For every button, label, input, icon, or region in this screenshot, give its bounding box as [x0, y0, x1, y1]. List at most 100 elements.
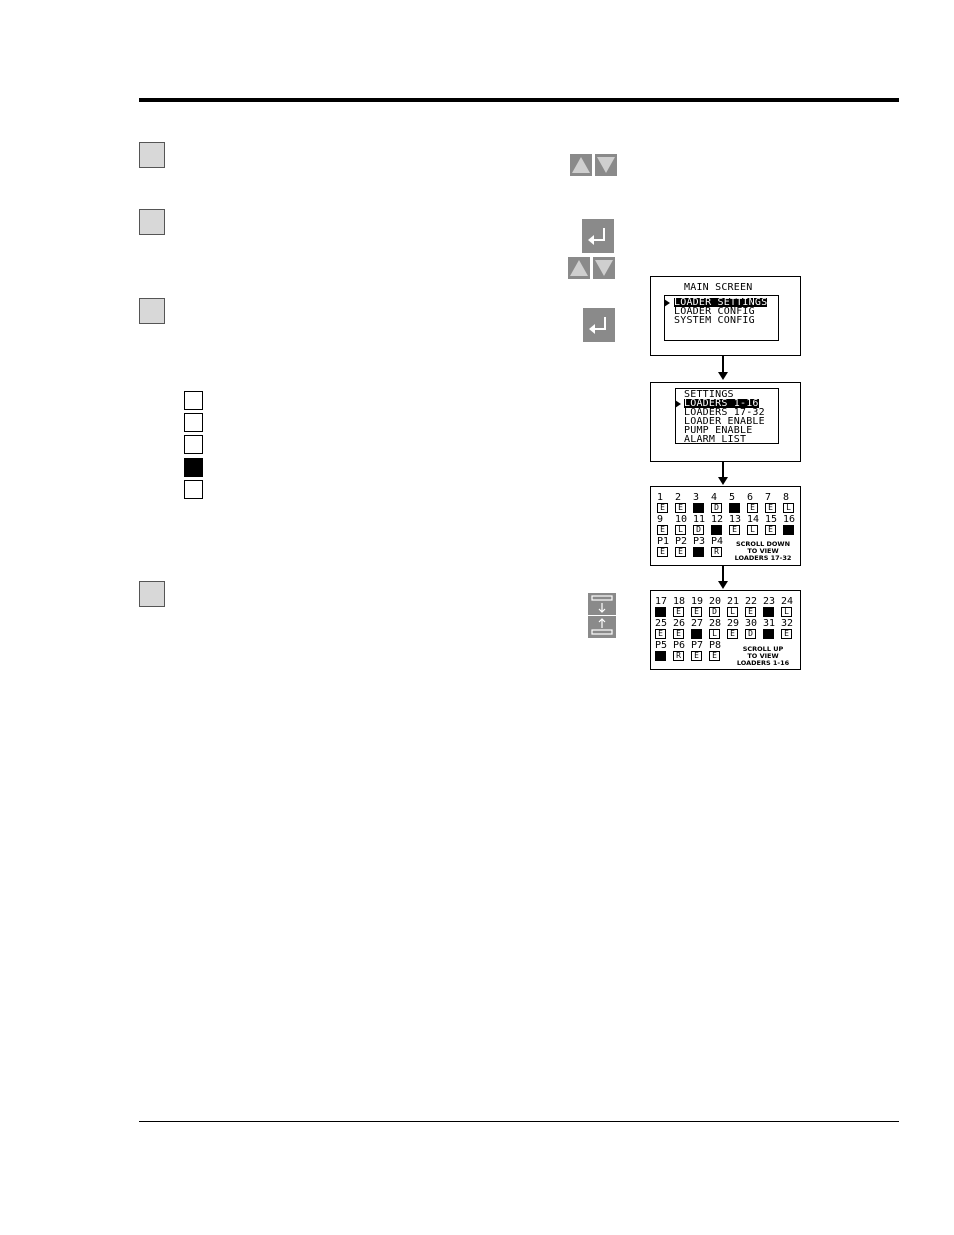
main-screen-title: MAIN SCREEN	[684, 282, 753, 293]
flow-arrow-2	[722, 462, 724, 478]
step-4-box	[139, 581, 165, 607]
loader-number: 2	[675, 492, 682, 503]
down-arrow-key-2[interactable]	[593, 257, 615, 279]
flow-arrow-3	[722, 566, 724, 582]
loader-number: 6	[747, 492, 754, 503]
loader-number: 19	[691, 596, 704, 607]
loader-number: 32	[781, 618, 794, 629]
loader-number: 18	[673, 596, 686, 607]
triangle-down-icon	[597, 157, 615, 173]
loader-status-box: E	[691, 651, 702, 661]
loader-number: 22	[745, 596, 758, 607]
flow-arrowhead-3	[718, 581, 728, 589]
bottom-rule	[139, 1121, 899, 1122]
loader-number: 14	[747, 514, 760, 525]
loader-status-box: R	[711, 547, 722, 557]
loader-status-box	[729, 503, 740, 513]
loader-number: 8	[783, 492, 790, 503]
loader-status-box: E	[657, 547, 668, 557]
loader-status-box: E	[657, 503, 668, 513]
loader-status-box	[763, 607, 774, 617]
legend-box-4	[184, 458, 203, 477]
loader-number: 25	[655, 618, 668, 629]
up-arrow-key[interactable]	[570, 154, 592, 176]
loader-number: 5	[729, 492, 736, 503]
loader-status-box: L	[675, 525, 686, 535]
loader-number: 4	[711, 492, 718, 503]
enter-return-icon	[588, 228, 605, 245]
settings-item-loaders-17-32[interactable]: LOADERS 17-32	[684, 407, 765, 418]
loader-number: P4	[711, 536, 724, 547]
loader-number: 1	[657, 492, 664, 503]
scroll-up-key[interactable]	[588, 616, 616, 638]
loader-status-box: L	[781, 607, 792, 617]
scroll-down-note: SCROLL DOWN TO VIEW LOADERS 17-32	[734, 540, 792, 562]
loader-status-box: E	[765, 503, 776, 513]
loader-number: 11	[693, 514, 706, 525]
loader-status-box: E	[765, 525, 776, 535]
loader-number: 30	[745, 618, 758, 629]
loader-number: 3	[693, 492, 700, 503]
loader-status-box: D	[693, 525, 704, 535]
settings-item-loaders-1-16[interactable]: LOADERS 1-16	[684, 398, 759, 409]
loader-status-box: L	[709, 629, 720, 639]
loader-number: 23	[763, 596, 776, 607]
loader-number: 31	[763, 618, 776, 629]
enter-key-2[interactable]	[583, 308, 615, 342]
main-screen-menu: LOADER SETTINGS LOADER CONFIG SYSTEM CON…	[664, 295, 779, 341]
loader-number: P2	[675, 536, 688, 547]
down-arrow-key[interactable]	[595, 154, 617, 176]
loader-number: 10	[675, 514, 688, 525]
loader-number: 24	[781, 596, 794, 607]
loader-number: 28	[709, 618, 722, 629]
settings-title: SETTINGS	[684, 389, 734, 400]
selection-pointer-icon	[675, 400, 681, 408]
legend-box-5	[184, 480, 203, 499]
loader-number: 13	[729, 514, 742, 525]
loader-number: P5	[655, 640, 668, 651]
loader-status-box: D	[745, 629, 756, 639]
loader-status-box	[693, 503, 704, 513]
step-3-box	[139, 298, 165, 324]
scroll-down-key[interactable]	[588, 593, 616, 615]
loader-status-box: E	[691, 607, 702, 617]
loader-status-box: E	[673, 629, 684, 639]
settings-item-pump-enable[interactable]: PUMP ENABLE	[684, 425, 753, 436]
loader-number: 17	[655, 596, 668, 607]
legend-box-2	[184, 413, 203, 432]
main-menu-item-loader-settings[interactable]: LOADER SETTINGS	[674, 297, 768, 308]
enter-key[interactable]	[582, 219, 614, 253]
loader-status-box: E	[673, 607, 684, 617]
main-menu-item-system-config[interactable]: SYSTEM CONFIG	[674, 315, 755, 326]
main-menu-item-loader-config[interactable]: LOADER CONFIG	[674, 306, 755, 317]
loader-status-box	[691, 629, 702, 639]
legend-box-3	[184, 435, 203, 454]
loader-status-box: E	[727, 629, 738, 639]
settings-item-alarm-list[interactable]: ALARM LIST	[684, 434, 747, 445]
settings-screen-display: SETTINGS LOADERS 1-16 LOADERS 17-32 LOAD…	[650, 382, 801, 462]
loader-status-box: E	[747, 503, 758, 513]
scroll-down-icon	[591, 595, 613, 613]
loader-number: 26	[673, 618, 686, 629]
top-rule	[139, 98, 899, 102]
loader-status-box: E	[675, 503, 686, 513]
loader-status-box: E	[657, 525, 668, 535]
flow-arrowhead-1	[718, 372, 728, 380]
settings-item-loader-enable[interactable]: LOADER ENABLE	[684, 416, 765, 427]
loader-number: P1	[657, 536, 670, 547]
enter-return-icon	[589, 317, 606, 334]
up-arrow-key-2[interactable]	[568, 257, 590, 279]
legend-box-1	[184, 391, 203, 410]
loader-status-box	[655, 651, 666, 661]
loader-number: 7	[765, 492, 772, 503]
loader-number: P3	[693, 536, 706, 547]
selection-pointer-icon	[664, 299, 670, 307]
loader-status-box	[655, 607, 666, 617]
loader-number: 16	[783, 514, 796, 525]
loader-status-box: E	[729, 525, 740, 535]
scroll-up-icon	[591, 618, 613, 635]
triangle-up-icon	[572, 157, 590, 173]
loader-status-box: E	[675, 547, 686, 557]
